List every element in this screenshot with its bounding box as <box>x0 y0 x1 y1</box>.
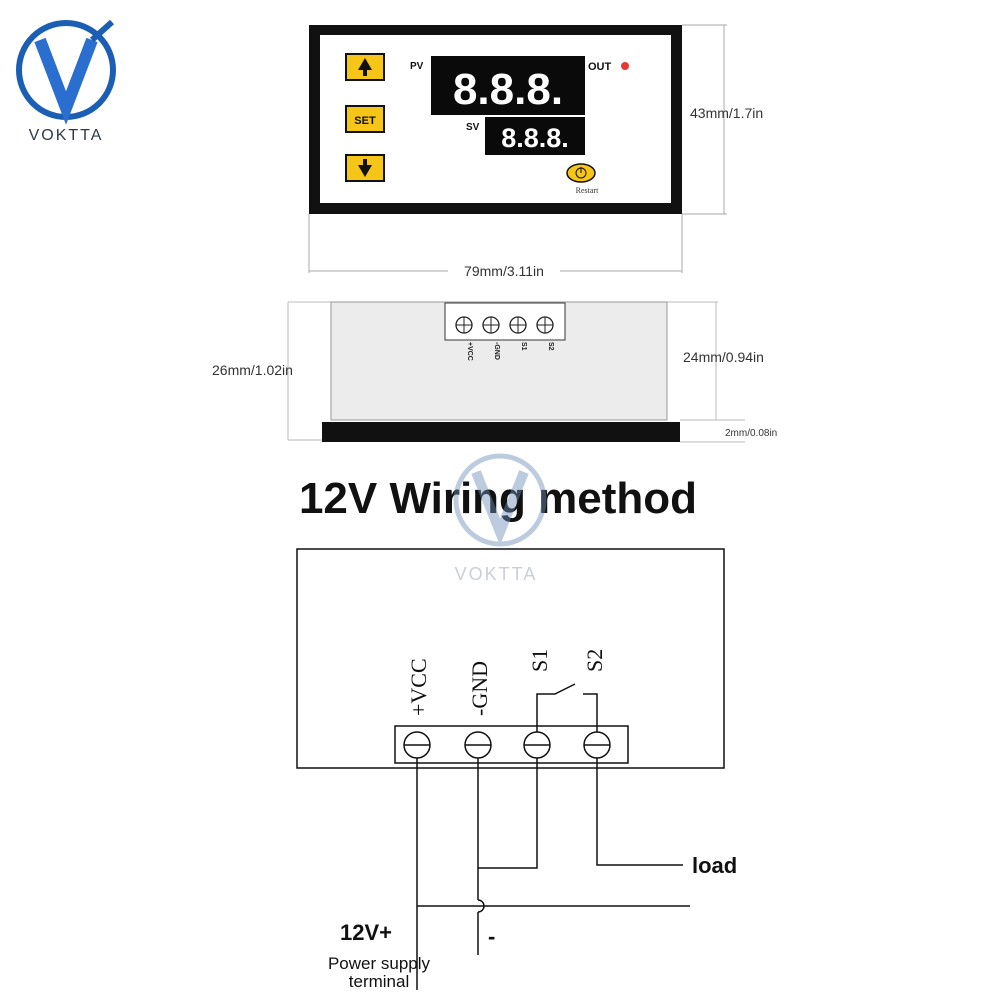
brand-logo: VOKTTA <box>16 19 116 144</box>
pv-display-value: 8.8.8. <box>453 65 563 114</box>
pv-display <box>431 56 585 115</box>
set-button-label: SET <box>354 115 376 127</box>
supply-label-line1: Power supply <box>328 954 431 973</box>
wire-s2 <box>596 758 683 866</box>
side-terminal-gnd: -GND <box>493 342 500 360</box>
load-label: load <box>692 853 737 878</box>
logo-v <box>34 37 98 125</box>
set-button[interactable] <box>345 105 385 133</box>
wire-s1 <box>478 758 538 869</box>
height-dimension: 43mm/1.7in <box>690 105 763 121</box>
controller-box <box>296 548 725 769</box>
restart-label: Restart <box>576 186 599 195</box>
sv-display-value: 8.8.8. <box>501 123 569 153</box>
out-label: OUT <box>588 61 612 73</box>
terminal-label-s1: S1 <box>527 649 552 672</box>
side-terminal-s1: S1 <box>520 342 527 351</box>
right-height-dimension: 24mm/0.94in <box>683 349 764 365</box>
pv-label: PV <box>410 61 424 72</box>
terminal-label-s2: S2 <box>582 649 607 672</box>
out-led-icon <box>621 62 629 70</box>
brand-name: VOKTTA <box>29 127 104 144</box>
sv-label: SV <box>466 122 480 133</box>
watermark-logo: VOKTTA <box>453 453 547 584</box>
front-bezel <box>322 422 680 442</box>
down-arrow-icon <box>358 159 372 177</box>
logo-tick <box>89 19 115 43</box>
up-arrow-icon <box>358 58 372 76</box>
watermark-name: VOKTTA <box>455 564 538 584</box>
width-dimension: 79mm/3.11in <box>464 263 544 279</box>
side-terminal-vcc: +VCC <box>466 342 473 361</box>
plus-terminal-label: 12V+ <box>340 920 392 945</box>
switch-contact <box>536 683 576 732</box>
wiring-schematic: +VCC -GND S1 S2 load 12V+ - Power supply… <box>296 548 737 991</box>
supply-label-line2: terminal <box>349 972 409 991</box>
left-height-dimension: 26mm/1.02in <box>212 362 293 378</box>
terminal-label-vcc: +VCC <box>406 658 431 716</box>
bezel-dimension: 2mm/0.08in <box>725 428 777 439</box>
top-view: SET PV 8.8.8. OUT SV 8.8.8. Restart 43mm… <box>308 24 763 280</box>
side-terminal-s2: S2 <box>547 342 554 351</box>
wiring-title: 12V Wiring method <box>299 474 697 523</box>
minus-terminal-label: - <box>488 924 495 949</box>
terminal-label-gnd: -GND <box>467 661 492 716</box>
side-view: 26mm/1.02in +VCC -GND S1 S2 24mm/0.94in … <box>212 301 777 443</box>
sv-display <box>485 117 585 155</box>
